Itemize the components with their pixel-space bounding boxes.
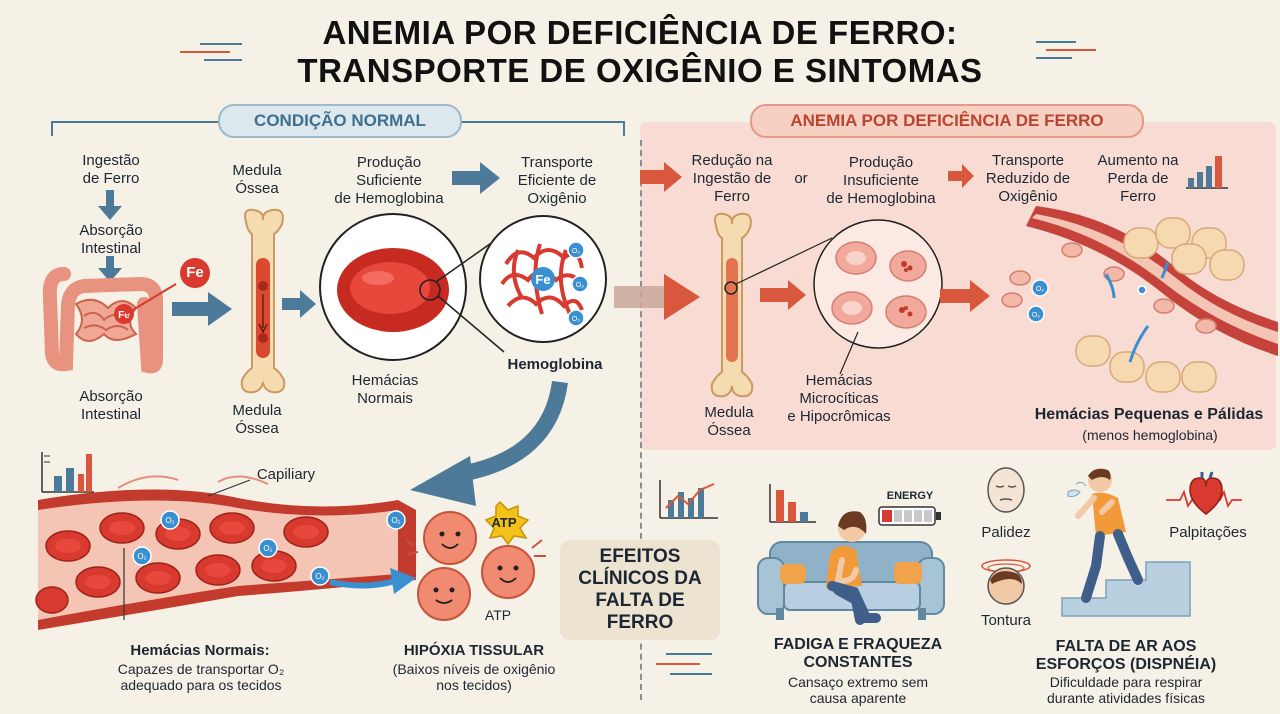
intestine-icon: Fe (42, 267, 163, 374)
breathless-person-stairs (1061, 468, 1191, 617)
microcytic-pointer (839, 331, 859, 375)
chart-icon-left (41, 452, 94, 493)
arrow-down-absorcao (98, 256, 122, 282)
absorcao-label-top: Absorção Intestinal (79, 222, 143, 257)
page-title: ANEMIA POR DEFICIÊNCIA DE FERRO: TRANSPO… (0, 14, 1280, 90)
section-divider (640, 140, 642, 700)
hemacias-pequenas-title: Hemácias Pequenas e Pálidas (1034, 406, 1264, 423)
capillary-pointer (207, 479, 251, 497)
aumento-perda-label: Aumento na Perda de Ferro (1097, 152, 1179, 205)
arrow-red-producao (948, 164, 974, 188)
bone-icon (240, 208, 286, 394)
decor-lines-left (180, 43, 242, 61)
decor-lines-bottom (656, 653, 712, 675)
svg-text:O₂: O₂ (1036, 286, 1044, 293)
producao-insuficiente-label: Produção Insuficiente de Hemoglobina (826, 154, 936, 207)
palpitacoes-label: Palpitações (1169, 524, 1247, 541)
pale-face-icon (987, 467, 1025, 513)
fe-arrow (125, 283, 177, 315)
fadiga-desc: Cansaço extremo sem causa aparente (787, 674, 929, 706)
svg-text:O₂: O₂ (165, 516, 174, 525)
capillary-vessel: O₂ O₂ O₂ O₂ O₂ (35, 475, 416, 630)
svg-text:O₂: O₂ (576, 282, 584, 289)
svg-text:O₂: O₂ (572, 316, 580, 323)
chart-icon-anemia (1186, 156, 1228, 189)
fadiga-title: FADIGA E FRAQUEZA CONSTANTES (773, 636, 943, 671)
arrow-to-rbc (282, 290, 316, 318)
arrow-producao-transporte (452, 162, 500, 194)
ingestao-label: Ingestão de Ferro (82, 152, 140, 187)
svg-text:O₂: O₂ (315, 572, 324, 581)
microcytic-rbc-circle (813, 219, 943, 349)
hemacias-normais-title: Hemácias Normais: (130, 642, 270, 659)
arrow-red-to-microcytic (760, 280, 806, 310)
arrow-to-bone (172, 292, 232, 326)
anemia-zoom-line (735, 237, 833, 285)
arrow-red-reducao (640, 162, 682, 192)
title-line-1: ANEMIA POR DEFICIÊNCIA DE FERRO: (322, 14, 958, 51)
dizzy-head-icon (981, 559, 1031, 605)
producao-label: Produção Suficiente de Hemoglobina (334, 154, 444, 207)
fatigue-bar-chart-icon (769, 484, 816, 523)
svg-text:O₂: O₂ (391, 516, 400, 525)
microcytic-label: Hemácias Microcíticas e Hipocrômicas (787, 372, 891, 425)
svg-text:O₂: O₂ (572, 248, 580, 255)
energy-label: ENERGY (886, 490, 934, 502)
medula-label-top: Medula Óssea (232, 162, 282, 197)
atp-badge-label: ATP (491, 515, 517, 530)
battery-icon (878, 506, 941, 526)
svg-text:O₂: O₂ (1032, 312, 1040, 319)
title-line-2: TRANSPORTE DE OXIGÊNIO E SINTOMAS (297, 52, 983, 89)
medula-label-bottom: Medula Óssea (232, 402, 282, 437)
hemoglobin-molecule: Fe O₂ O₂ O₂ (479, 215, 607, 343)
transporte-reduzido-label: Transporte Reduzido de Oxigênio (985, 152, 1071, 205)
anemia-vessel: O₂ O₂ (1001, 206, 1278, 393)
svg-text:Fe: Fe (118, 310, 130, 321)
normal-bracket (51, 121, 625, 136)
hemoglobina-label: Hemoglobina (507, 356, 603, 373)
anemia-header: ANEMIA POR DEFICIÊNCIA DE FERRO (750, 104, 1144, 138)
normal-header: CONDIÇÃO NORMAL (218, 104, 462, 138)
falta-de-ar-title: FALTA DE AR AOS ESFORÇOS (DISPNÉIA) (1035, 638, 1217, 673)
fe-icon: Fe (180, 258, 210, 288)
chart-icon-symptoms (659, 480, 718, 519)
hemacias-normais-label: Hemácias Normais (351, 372, 419, 407)
palidez-label: Palidez (981, 524, 1031, 541)
hemacias-pequenas-desc: (menos hemoglobina) (1082, 427, 1218, 443)
decor-lines-right (1036, 41, 1096, 59)
falta-de-ar-desc: Dificuldade para respirar durante ativid… (1047, 674, 1205, 706)
curved-arrow-to-capillary (410, 380, 568, 506)
svg-text:O₂: O₂ (263, 544, 272, 553)
reducao-label: Redução na Ingestão de Ferro (691, 152, 773, 205)
tontura-label: Tontura (980, 612, 1032, 629)
atp-label: ATP (484, 607, 512, 623)
hipoxia-title: HIPÓXIA TISSULAR (403, 642, 545, 659)
hemacias-normais-desc: Capazes de transportar O₂ adequado para … (117, 661, 285, 693)
hipoxia-desc: (Baixos níveis de oxigênio nos tecidos) (392, 661, 556, 693)
bone-anemia-icon (710, 212, 754, 398)
efeitos-clinicos-box: EFEITOS CLÍNICOS DA FALTA DE FERRO (560, 540, 720, 640)
heart-palpitation-icon (1166, 471, 1242, 515)
absorcao-label-bottom: Absorção Intestinal (79, 388, 143, 423)
arrow-red-to-vessel (940, 280, 990, 312)
or-label: or (794, 170, 808, 187)
capillary-label: Capiliary (256, 466, 316, 483)
medula-anemia-label: Medula Óssea (704, 404, 754, 439)
transporte-label: Transporte Eficiente de Oxigênio (517, 154, 597, 207)
rbc-normal-circle (319, 213, 467, 361)
svg-text:O₂: O₂ (137, 552, 146, 561)
arrow-down-ingestao (98, 190, 122, 220)
arrow-normal-to-anemia (614, 274, 700, 320)
tissue-cells (405, 500, 546, 621)
fatigued-person-on-couch (757, 511, 945, 625)
svg-text:Fe: Fe (535, 272, 550, 287)
